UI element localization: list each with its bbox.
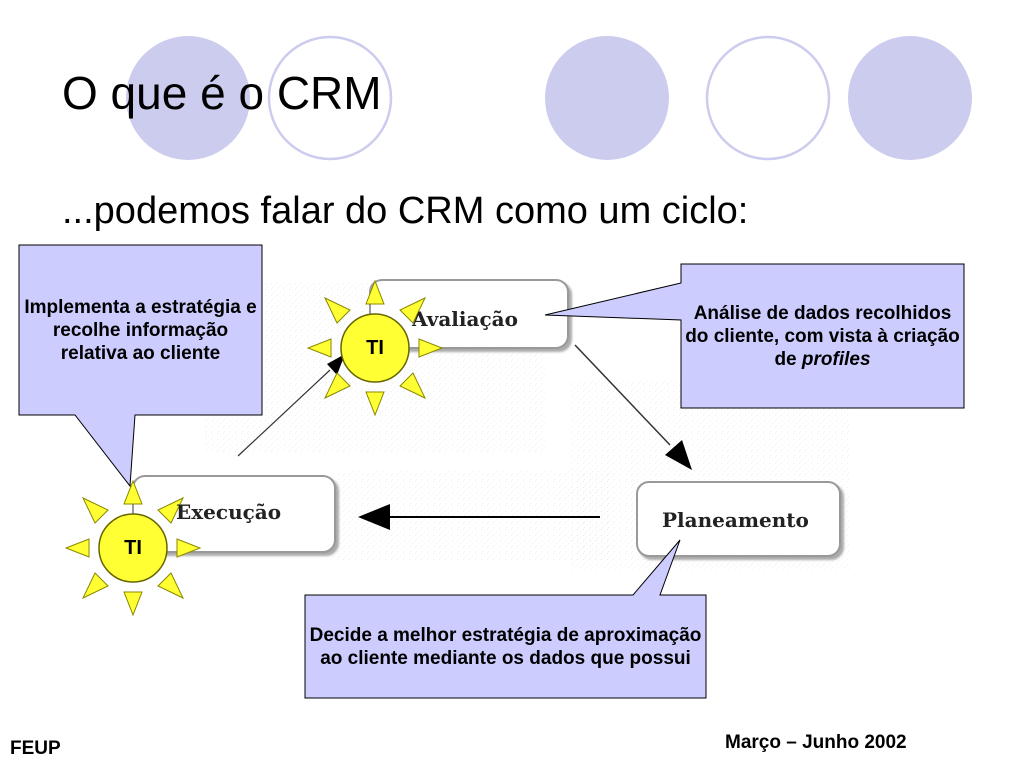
callout-analise-bubble [544,263,965,409]
node-avaliacao-label: Avaliação [412,307,518,331]
arrowhead-planeamento [665,440,692,470]
slide-title: O que é o CRM [62,67,382,119]
node-planeamento-label: Planeamento [662,508,809,532]
decor-circle-filled-1 [126,36,250,160]
callout-implementa-bubble [18,244,263,488]
callout-analise-label: Análise de dados recolhidos do cliente, … [682,302,963,371]
sun-ti-icon-top [306,279,444,417]
footer-left: FEUP [10,738,61,759]
arrow-avaliacao-to-planeamento [574,344,671,446]
callout-analise-main: Análise de dados recolhidos do cliente, … [685,302,960,370]
ti-badge-top: TI [366,337,384,359]
node-execucao-label: Execução [176,500,282,524]
callout-analise-text: Análise de dados recolhidos do cliente, … [682,265,963,407]
decor-circle-outline-1 [267,35,393,161]
callout-implementa-text: Implementa a estratégia e recolhe inform… [20,246,261,414]
decor-circle-filled-2 [545,36,669,160]
sun-ti-icon-bottom [64,479,202,617]
node-planeamento-box [636,481,841,557]
decor-circle-filled-3 [848,36,972,160]
ti-badge-bottom: TI [124,537,142,559]
callout-decide-bubble [304,539,707,699]
callout-decide-text: Decide a melhor estratégia de aproximaçã… [306,596,705,697]
arrowhead-avaliacao [327,354,345,375]
decor-circle-outline-2 [705,35,831,161]
callout-decide-label: Decide a melhor estratégia de aproximaçã… [309,624,702,669]
callout-implementa-label: Implementa a estratégia e recolhe inform… [24,296,257,364]
slide-subtitle: ...podemos falar do CRM como um ciclo: [62,190,749,232]
footer-right: Março – Junho 2002 [725,732,907,753]
arrowhead-execucao [358,504,390,530]
arrow-execucao-to-avaliacao [237,369,331,457]
callout-analise-italic: profiles [801,348,871,370]
